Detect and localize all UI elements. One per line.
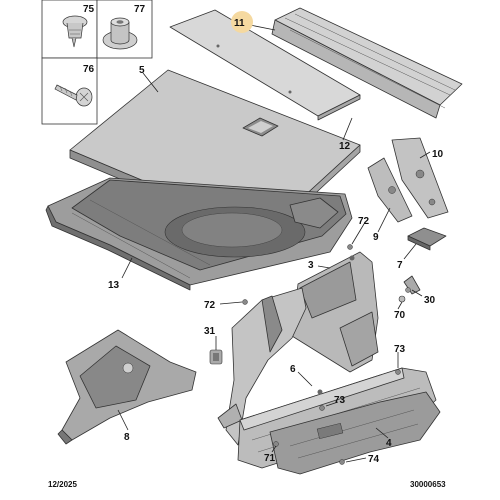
label-6[interactable]: 6 xyxy=(290,364,296,375)
svg-text:75: 75 xyxy=(83,4,95,15)
part-31-clip[interactable] xyxy=(209,349,223,365)
part-30-clip[interactable] xyxy=(403,275,421,295)
label-73-lower[interactable]: 73 xyxy=(334,395,346,406)
part-3-side-trim-panel[interactable] xyxy=(291,251,379,373)
part-9-left-bracket[interactable] xyxy=(367,157,413,223)
footer-reference: 30000653 xyxy=(410,480,446,489)
fastener-71[interactable] xyxy=(273,441,279,447)
fastener-72-top[interactable] xyxy=(347,244,353,250)
label-72-top[interactable]: 72 xyxy=(358,216,370,227)
footer: 12/2025 30000653 xyxy=(48,480,446,489)
highlight-marker-11 xyxy=(231,11,253,33)
fastener-73-lower[interactable] xyxy=(319,405,325,411)
leader-lines xyxy=(117,24,431,463)
fastener-74[interactable] xyxy=(339,459,345,465)
label-7[interactable]: 7 xyxy=(397,260,403,271)
left-trim-strip[interactable] xyxy=(217,287,307,446)
fastener-73-upper[interactable] xyxy=(395,369,401,375)
label-11[interactable]: 11 xyxy=(234,18,245,29)
label-70[interactable]: 70 xyxy=(394,310,406,321)
part-4-rear-panel-trim[interactable] xyxy=(269,391,441,475)
svg-text:77: 77 xyxy=(134,4,146,15)
part-8-wheel-arch-trim[interactable] xyxy=(57,329,197,445)
label-3[interactable]: 3 xyxy=(308,260,314,271)
part-70-fastener[interactable] xyxy=(398,295,406,303)
label-72-bottom[interactable]: 72 xyxy=(204,300,216,311)
label-9[interactable]: 9 xyxy=(373,232,379,243)
fastener-box-75[interactable]: 75 xyxy=(41,0,98,59)
fastener-box-77[interactable]: 77 xyxy=(96,0,153,59)
part-11-upper-floor-panel[interactable] xyxy=(169,9,361,121)
part-labels: 11 5 12 10 9 72 13 3 7 30 72 70 31 6 73 … xyxy=(108,11,444,465)
part-13-boot-floor-tray[interactable] xyxy=(45,177,353,291)
fastener-box-76[interactable]: 76 xyxy=(41,57,98,125)
svg-text:76: 76 xyxy=(83,64,95,75)
push-pin-rivet-icon xyxy=(62,15,88,48)
part-7-cover-pad[interactable] xyxy=(407,227,447,251)
part-10-right-bracket[interactable] xyxy=(391,137,449,219)
label-4[interactable]: 4 xyxy=(386,438,392,449)
footer-date: 12/2025 xyxy=(48,480,77,489)
label-5[interactable]: 5 xyxy=(139,65,145,76)
plastic-nut-clip-icon xyxy=(102,17,138,50)
label-10[interactable]: 10 xyxy=(432,149,444,160)
label-71[interactable]: 71 xyxy=(264,453,276,464)
label-12[interactable]: 12 xyxy=(339,141,351,152)
screw-icon xyxy=(54,84,93,107)
label-8[interactable]: 8 xyxy=(124,432,130,443)
label-31[interactable]: 31 xyxy=(204,326,216,337)
label-73-upper[interactable]: 73 xyxy=(394,344,406,355)
label-30[interactable]: 30 xyxy=(424,295,436,306)
fastener-72-bottom[interactable] xyxy=(242,299,248,305)
label-74[interactable]: 74 xyxy=(368,454,380,465)
label-13[interactable]: 13 xyxy=(108,280,120,291)
